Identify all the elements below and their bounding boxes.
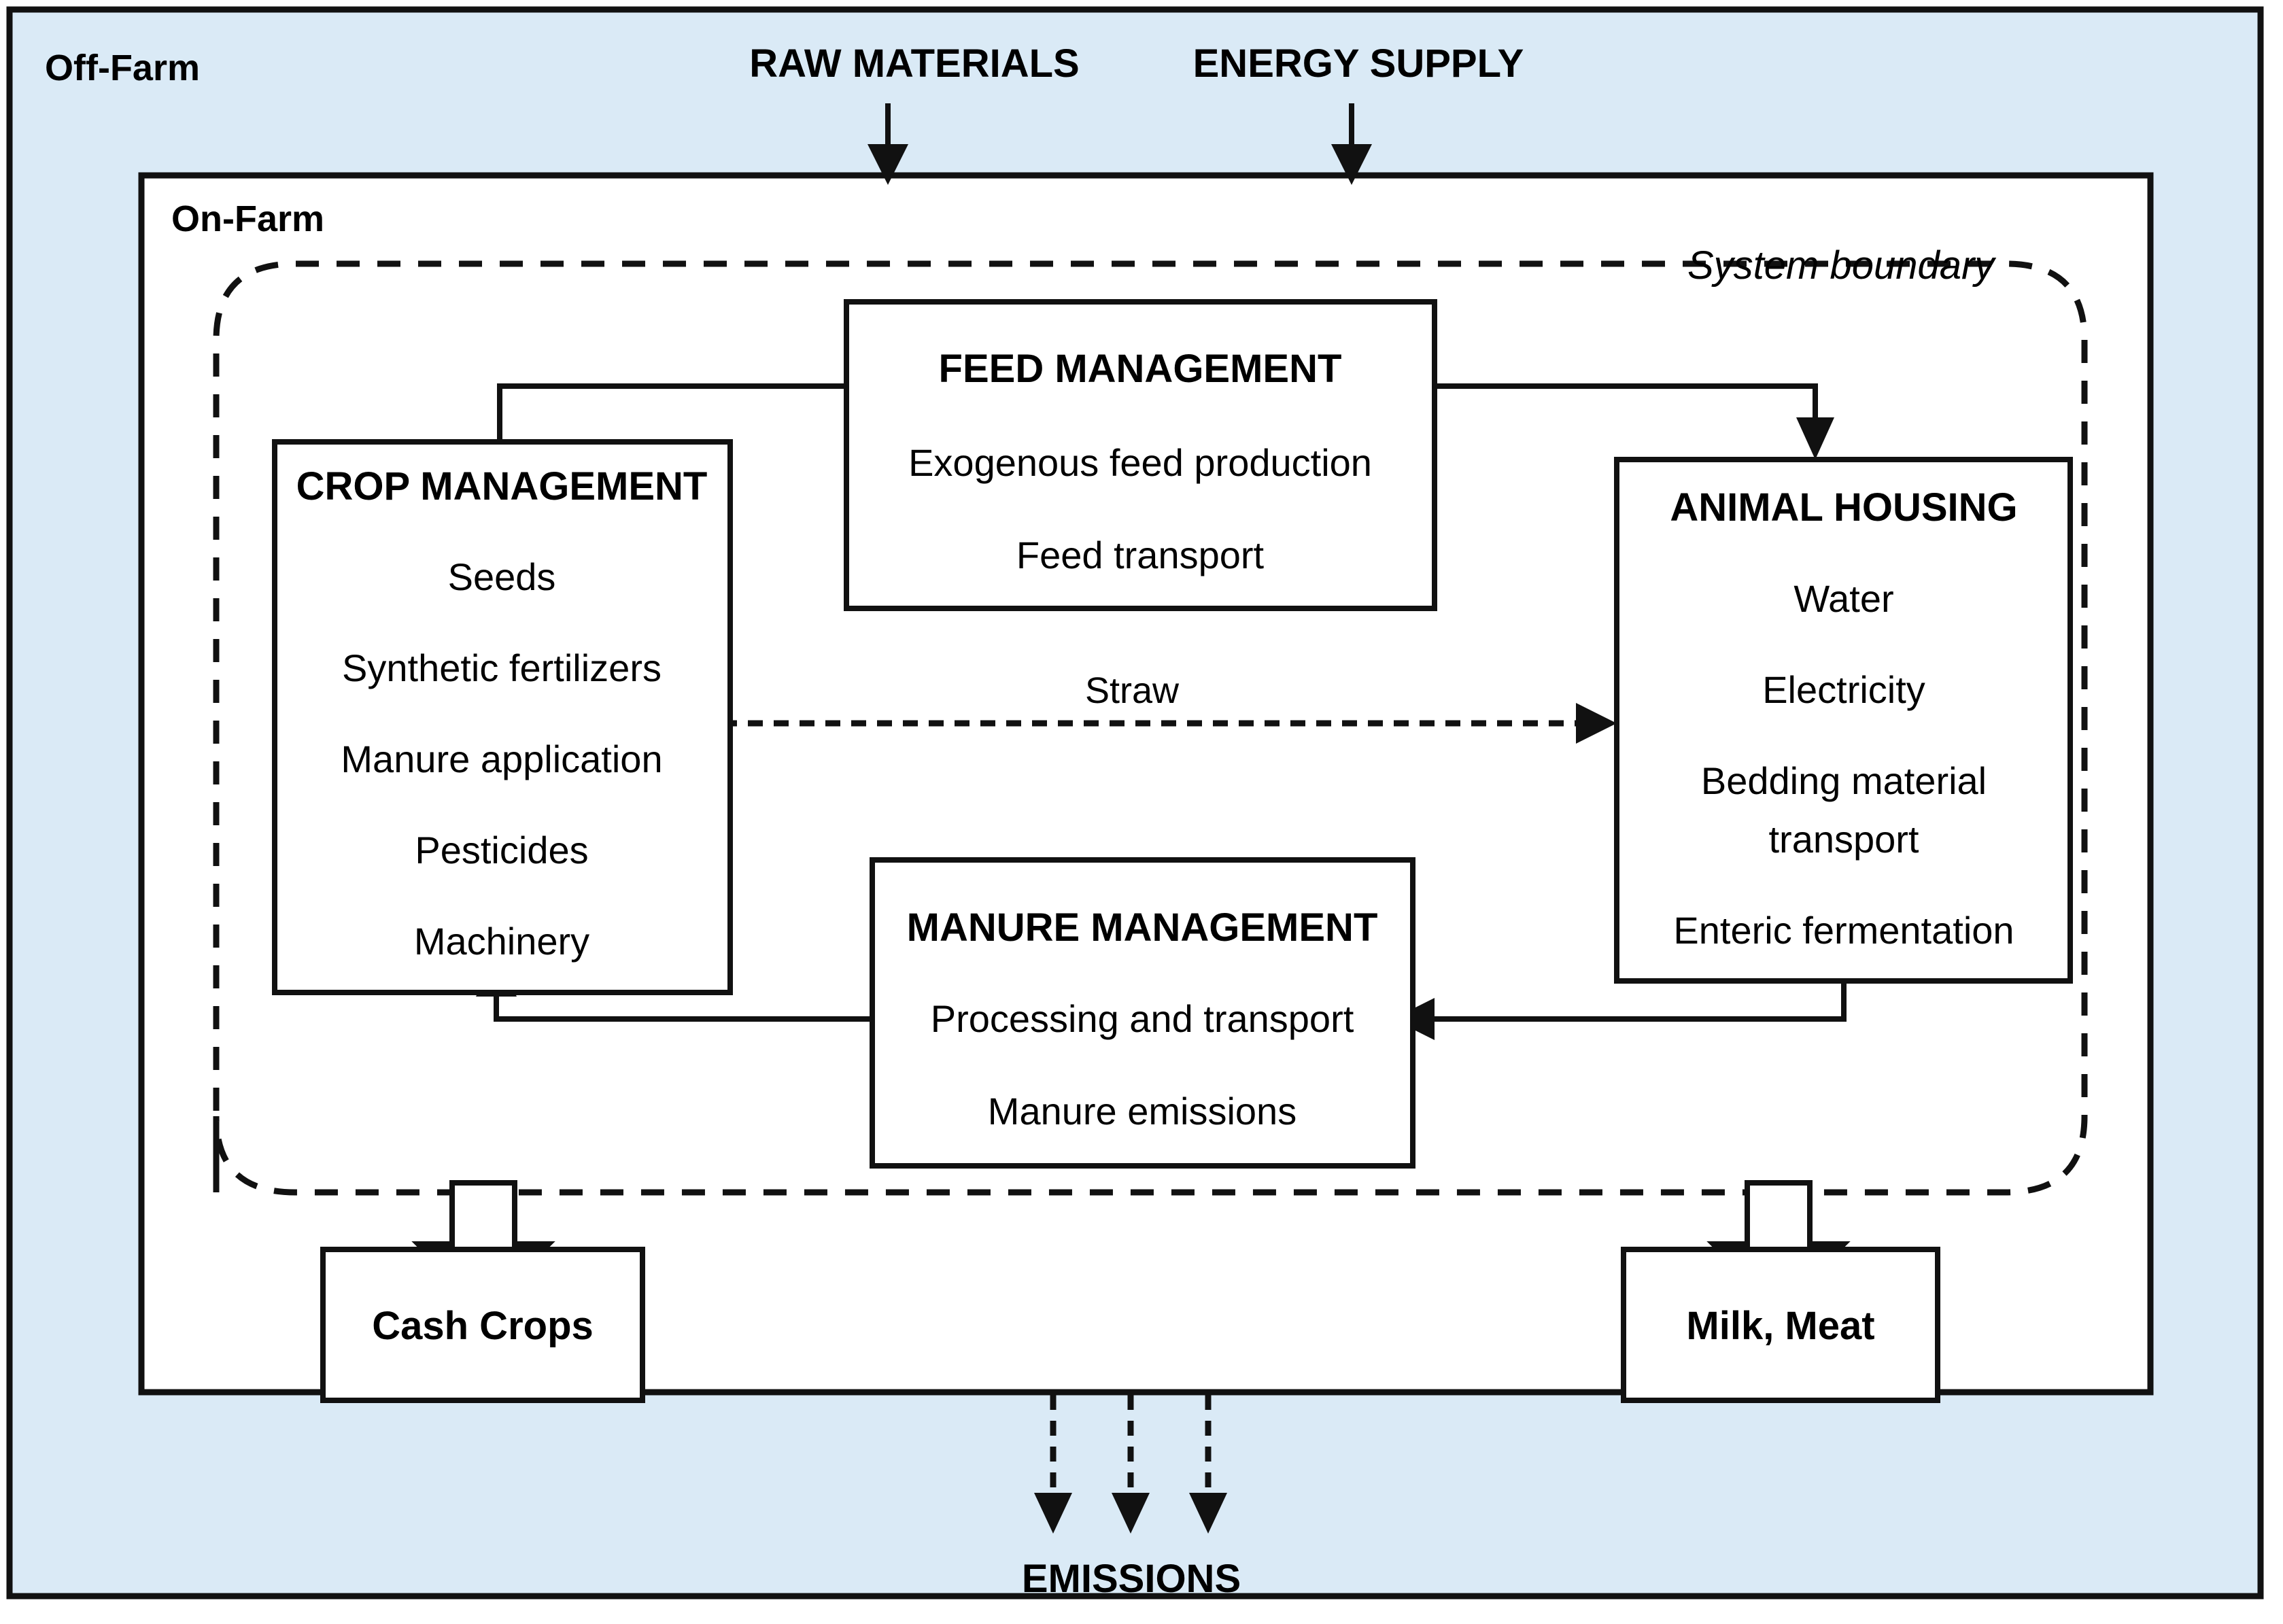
flow-feed-to-crop — [497, 383, 846, 442]
feed-management-title: FEED MANAGEMENT — [939, 347, 1342, 391]
crop-management-rect — [272, 439, 733, 995]
animal-housing-item-2: Bedding material — [1701, 759, 1987, 802]
system-boundary-label: System boundary — [1687, 243, 1996, 288]
manure-management-item-0: Processing and transport — [931, 997, 1354, 1040]
process-box-manure-management[interactable]: MANURE MANAGEMENT Processing and transpo… — [870, 857, 1415, 1169]
energy-supply-label: ENERGY SUPPLY — [1193, 41, 1524, 86]
flow-straw: Straw — [722, 670, 1617, 744]
output-box-milk-meat[interactable]: Milk, Meat — [1621, 1247, 1940, 1403]
animal-housing-item-0: Water — [1793, 577, 1893, 620]
raw-materials-label: RAW MATERIALS — [749, 41, 1079, 86]
crop-management-item-4: Machinery — [414, 920, 589, 963]
animal-housing-rect — [1614, 457, 2073, 984]
crop-management-item-3: Pesticides — [415, 829, 588, 871]
crop-management-item-2: Manure application — [341, 738, 662, 780]
emissions-arrow-1 — [1034, 1395, 1072, 1534]
emissions-label: EMISSIONS — [1022, 1557, 1241, 1601]
crop-management-item-0: Seeds — [448, 555, 556, 598]
off-farm-label: Off-Farm — [45, 48, 200, 88]
animal-housing-title: ANIMAL HOUSING — [1670, 485, 2017, 530]
system-boundary-path — [213, 260, 2088, 1196]
energy-supply-arrow — [1331, 103, 1372, 185]
animal-housing-item-3: transport — [1769, 818, 1919, 861]
raw-materials-arrow — [868, 103, 908, 185]
feed-management-rect — [844, 299, 1437, 611]
cash-crops-rect — [320, 1247, 645, 1403]
animal-housing-item-4: Enteric fermentation — [1673, 909, 2014, 952]
on-farm-label: On-Farm — [171, 198, 324, 239]
process-box-crop-management[interactable]: CROP MANAGEMENT Seeds Synthetic fertiliz… — [272, 439, 733, 995]
straw-flow-label: Straw — [1085, 670, 1180, 711]
manure-management-title: MANURE MANAGEMENT — [907, 905, 1378, 950]
crop-management-title: CROP MANAGEMENT — [296, 464, 708, 508]
cash-crops-label: Cash Crops — [372, 1304, 594, 1348]
output-box-cash-crops[interactable]: Cash Crops — [320, 1247, 645, 1403]
manure-management-item-1: Manure emissions — [988, 1090, 1297, 1133]
milk-meat-label: Milk, Meat — [1686, 1304, 1874, 1348]
emissions-arrow-2 — [1112, 1395, 1150, 1534]
feed-management-item-1: Feed transport — [1016, 534, 1265, 576]
manure-management-rect — [870, 857, 1415, 1169]
process-box-feed-management[interactable]: FEED MANAGEMENT Exogenous feed productio… — [844, 299, 1437, 611]
feed-management-item-0: Exogenous feed production — [908, 441, 1372, 484]
animal-housing-item-1: Electricity — [1762, 668, 1925, 711]
process-box-animal-housing[interactable]: ANIMAL HOUSING Water Electricity Bedding… — [1614, 457, 2073, 984]
flow-feed-to-animal-housing — [1435, 383, 1834, 460]
milk-meat-rect — [1621, 1247, 1940, 1403]
emissions-arrow-3 — [1189, 1395, 1227, 1534]
crop-management-item-1: Synthetic fertilizers — [342, 646, 662, 689]
